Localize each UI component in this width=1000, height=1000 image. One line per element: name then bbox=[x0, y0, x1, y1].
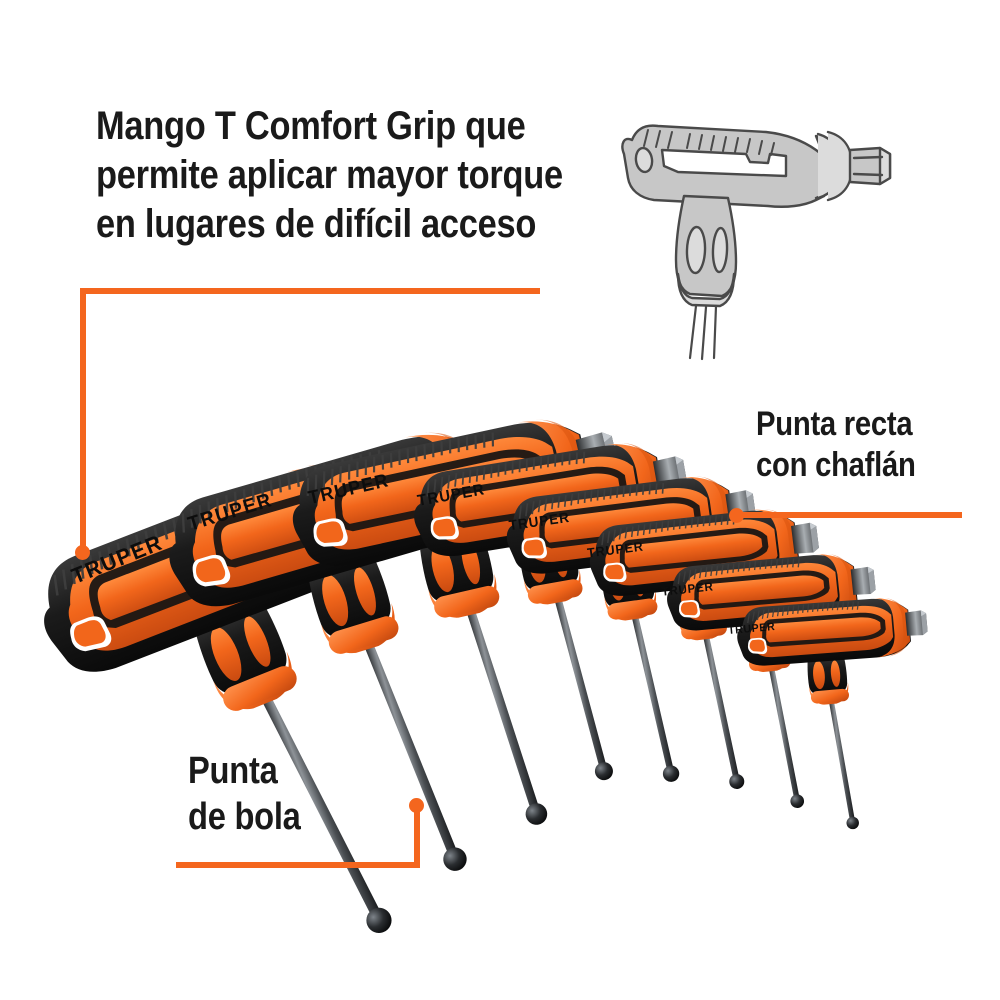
tool-2 bbox=[153, 406, 624, 926]
right-callout-leader-dot bbox=[729, 508, 744, 523]
headline-leader-horizontal bbox=[80, 288, 540, 294]
callout-punta-recta-con-chaflan: Punta recta con chaflán bbox=[756, 405, 916, 485]
brand-mark: TRUPER bbox=[416, 481, 486, 510]
callout-punta-de-bola: Punta de bola bbox=[188, 750, 301, 839]
bottom-callout-leader-vertical bbox=[414, 806, 420, 866]
headline-leader-dot bbox=[75, 545, 90, 560]
right-callout-leader-line bbox=[740, 512, 962, 518]
bottom-callout-leader-horizontal bbox=[176, 862, 420, 868]
bottom-callout-leader-dot bbox=[409, 798, 424, 813]
brand-mark: TRUPER bbox=[508, 509, 571, 534]
brand-mark: TRUPER bbox=[185, 489, 275, 536]
tool-8 bbox=[734, 591, 945, 839]
headline-comfort-grip: Mango T Comfort Grip que permite aplicar… bbox=[96, 104, 563, 246]
headline-leader-vertical bbox=[80, 288, 86, 556]
tool-7 bbox=[663, 546, 899, 820]
brand-mark: TRUPER bbox=[586, 538, 644, 560]
tool-6 bbox=[584, 500, 848, 805]
tool-1 bbox=[22, 430, 557, 1000]
brand-mark: TRUPER bbox=[306, 469, 391, 508]
tool-4 bbox=[406, 429, 737, 806]
brand-mark: TRUPER bbox=[661, 580, 714, 599]
brand-mark: TRUPER bbox=[728, 621, 776, 637]
